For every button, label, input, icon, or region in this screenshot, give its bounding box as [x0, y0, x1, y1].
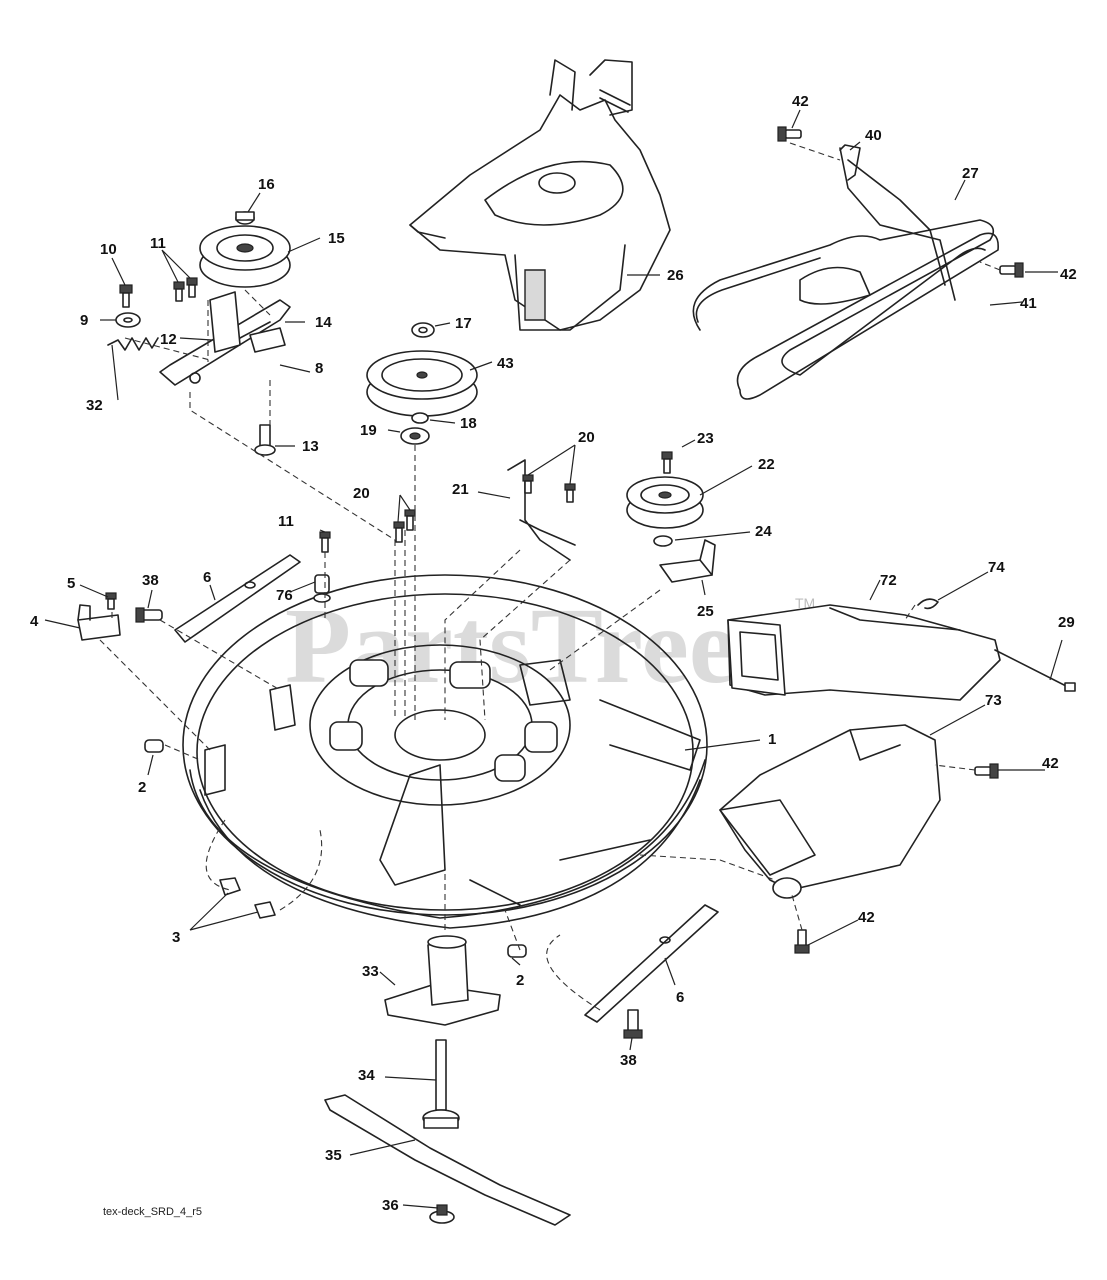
callout-29: 29	[1058, 614, 1075, 631]
bolt-part-10[interactable]	[119, 284, 133, 308]
key-part-18[interactable]	[411, 412, 429, 424]
callout-34: 34	[358, 1067, 375, 1084]
spindle-shaft-part-34[interactable]	[422, 1039, 460, 1129]
belt-guide-part-41[interactable]	[839, 147, 956, 301]
bolts-part-20[interactable]	[393, 474, 576, 543]
callout-5: 5	[67, 575, 75, 592]
bracket-part-12[interactable]	[209, 291, 241, 353]
callout-27: 27	[962, 165, 979, 182]
callout-74: 74	[988, 559, 1005, 576]
callout-15: 15	[328, 230, 345, 247]
callouts: 1 2 2 3 4 5 6 6 8 9 10 11 11 12 13 14 15…	[30, 93, 1077, 1214]
deck-cover-part-26[interactable]	[409, 59, 671, 331]
callout-6-bottom: 6	[676, 989, 684, 1006]
callout-42-belt: 42	[1060, 266, 1077, 283]
lift-rod-part-21[interactable]	[507, 459, 576, 561]
blade-bolt-part-36[interactable]	[429, 1204, 455, 1224]
callout-3: 3	[172, 929, 180, 946]
callout-1: 1	[768, 731, 776, 748]
callout-9: 9	[80, 312, 88, 329]
link-bar-part-6-top[interactable]	[174, 554, 301, 643]
callout-13: 13	[302, 438, 319, 455]
callout-33: 33	[362, 963, 379, 980]
discharge-chute-part-72[interactable]	[727, 604, 1001, 701]
callout-38-bottom: 38	[620, 1052, 637, 1069]
callout-43: 43	[497, 355, 514, 372]
callout-11-lower: 11	[278, 513, 294, 530]
bracket-part-14[interactable]	[249, 327, 286, 353]
deflector-part-73[interactable]	[719, 724, 941, 899]
callout-35: 35	[325, 1147, 342, 1164]
callout-40: 40	[865, 127, 882, 144]
screws-part-42[interactable]	[777, 126, 1024, 954]
callout-4: 4	[30, 613, 39, 630]
bolt-part-38-top[interactable]	[135, 607, 163, 623]
bolt-part-5[interactable]	[105, 592, 117, 610]
assembly-lines	[99, 142, 1001, 1011]
callout-72: 72	[880, 572, 897, 589]
bracket-part-40[interactable]	[839, 144, 861, 181]
rod-part-29[interactable]	[994, 649, 1076, 692]
callout-36: 36	[382, 1197, 399, 1214]
bearing-part-19[interactable]	[400, 427, 430, 445]
callout-23: 23	[697, 430, 714, 447]
callout-22: 22	[758, 456, 775, 473]
blade-part-35[interactable]	[324, 1094, 571, 1226]
callout-16: 16	[258, 176, 275, 193]
mower-deck-part-1[interactable]	[182, 574, 708, 929]
pin-part-2-left[interactable]	[144, 739, 164, 753]
fitting-part-76[interactable]	[313, 574, 331, 603]
bolt-part-23[interactable]	[661, 451, 673, 474]
callout-41: 41	[1020, 295, 1037, 312]
pin-part-2-right[interactable]	[507, 944, 527, 958]
callout-20-right: 20	[578, 429, 595, 446]
washer-part-9[interactable]	[115, 312, 141, 328]
drive-belt-part-27[interactable]	[692, 219, 999, 400]
washer-part-24[interactable]	[653, 535, 673, 547]
callout-17: 17	[455, 315, 472, 332]
callout-2-left: 2	[138, 779, 146, 796]
callout-25: 25	[697, 603, 714, 620]
callout-26: 26	[667, 267, 684, 284]
bolt-part-13[interactable]	[254, 424, 276, 456]
spindle-housing-part-33[interactable]	[384, 935, 501, 1026]
drive-pulley-part-43[interactable]	[366, 350, 478, 417]
callout-21: 21	[452, 481, 469, 498]
callout-10: 10	[100, 241, 117, 258]
callout-6-top: 6	[203, 569, 211, 586]
callout-42-top: 42	[792, 93, 809, 110]
idler-pulley-part-22[interactable]	[626, 476, 704, 529]
callout-73: 73	[985, 692, 1002, 709]
callout-12: 12	[160, 331, 177, 348]
watermark-trademark: TM	[795, 595, 815, 611]
callout-14: 14	[315, 314, 332, 331]
idler-pulley-part-15[interactable]	[199, 225, 291, 288]
nuts-part-3[interactable]	[219, 877, 276, 919]
bracket-part-25[interactable]	[659, 539, 716, 583]
bolt-part-38-bottom[interactable]	[623, 1009, 643, 1039]
clip-part-74[interactable]	[917, 598, 939, 610]
nut-part-17[interactable]	[411, 322, 435, 338]
bolt-part-11-lower[interactable]	[319, 531, 331, 553]
callout-38-top: 38	[142, 572, 159, 589]
spring-part-32[interactable]	[107, 337, 159, 351]
diagram-caption: tex-deck_SRD_4_r5	[103, 1206, 202, 1218]
callout-32: 32	[86, 397, 103, 414]
callout-42-deflector: 42	[1042, 755, 1059, 772]
callout-19: 19	[360, 422, 377, 439]
link-bar-part-6-bottom[interactable]	[584, 904, 719, 1023]
callout-8: 8	[315, 360, 323, 377]
callout-11-top: 11	[150, 235, 166, 252]
bolt-part-11-top[interactable]	[173, 277, 198, 302]
callout-2-right: 2	[516, 972, 524, 989]
callout-42-bottom: 42	[858, 909, 875, 926]
callout-24: 24	[755, 523, 772, 540]
callout-20-left: 20	[353, 485, 370, 502]
callout-76: 76	[276, 587, 293, 604]
leader-lines	[44, 109, 1063, 1209]
callout-18: 18	[460, 415, 477, 432]
bracket-part-4[interactable]	[77, 604, 121, 641]
nut-part-16[interactable]	[235, 211, 255, 225]
